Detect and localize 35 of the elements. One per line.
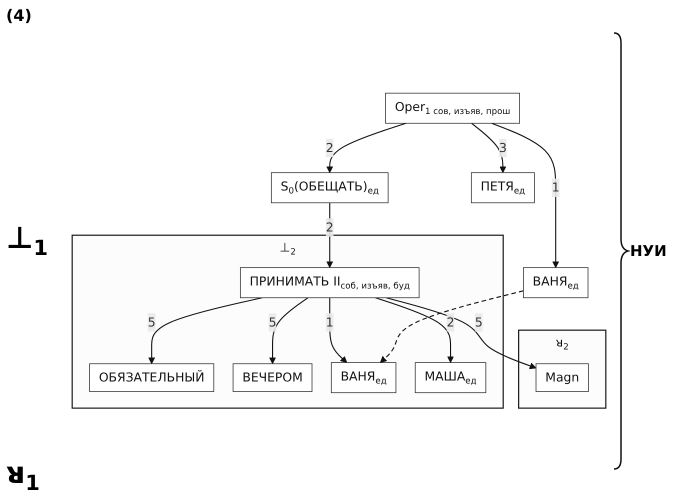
edge-label: 1 — [552, 180, 560, 195]
node-box — [470, 172, 535, 204]
arrow — [471, 122, 506, 173]
edge-label: 1 — [326, 314, 334, 330]
bracket-label: НУИ — [630, 242, 667, 260]
arrow — [326, 122, 406, 173]
node-box — [523, 267, 588, 298]
arrow — [148, 297, 262, 364]
edge-label: 2 — [326, 220, 334, 234]
arrow — [375, 297, 454, 363]
arrow — [380, 290, 524, 363]
node-box — [414, 362, 486, 393]
arrow — [269, 297, 308, 364]
cluster — [72, 234, 504, 409]
cluster — [518, 329, 606, 409]
arrow — [326, 202, 334, 268]
edge-label: 5 — [148, 314, 156, 330]
figure-number: (4) — [6, 6, 33, 25]
region-label: ⊥$_{1}$ — [6, 221, 50, 260]
node-box — [240, 267, 420, 298]
node-box — [89, 363, 214, 392]
node-box — [270, 172, 389, 204]
node-box — [385, 92, 520, 124]
region-label: ᴚ$_{1}$ — [6, 456, 41, 495]
node-box — [536, 363, 589, 392]
edge-label: 5 — [268, 314, 276, 330]
edge-label: 3 — [498, 140, 507, 155]
arrow — [386, 297, 536, 369]
edge-label: 2 — [446, 314, 454, 330]
edge-label: 5 — [474, 314, 483, 330]
edge-label: 2 — [326, 140, 334, 155]
dependency-tree-diagram: ᴚ$_{2}$ ⊥$_{2}$ 1 2 3 2 5 5 1 2 5 Oper$_{1 сов, изъяв, прош}$ ВАНЯ$_{ед}$ S$_{0}$(ОБЕЩАТЬ)$_{ед}$ ПЕТЯ$_{ед}$ ОБЯЗАТЕЛЬНЫЙ ПРИНИМАТЬ II$_{соб, изъяв, буд}$ ВЕЧЕРОМ ВАНЯ$_{ед}$ МАША$_{ед}$ Magn — [66, 86, 612, 414]
arrow — [491, 122, 560, 268]
node-box — [232, 363, 312, 392]
node-box — [330, 362, 396, 393]
